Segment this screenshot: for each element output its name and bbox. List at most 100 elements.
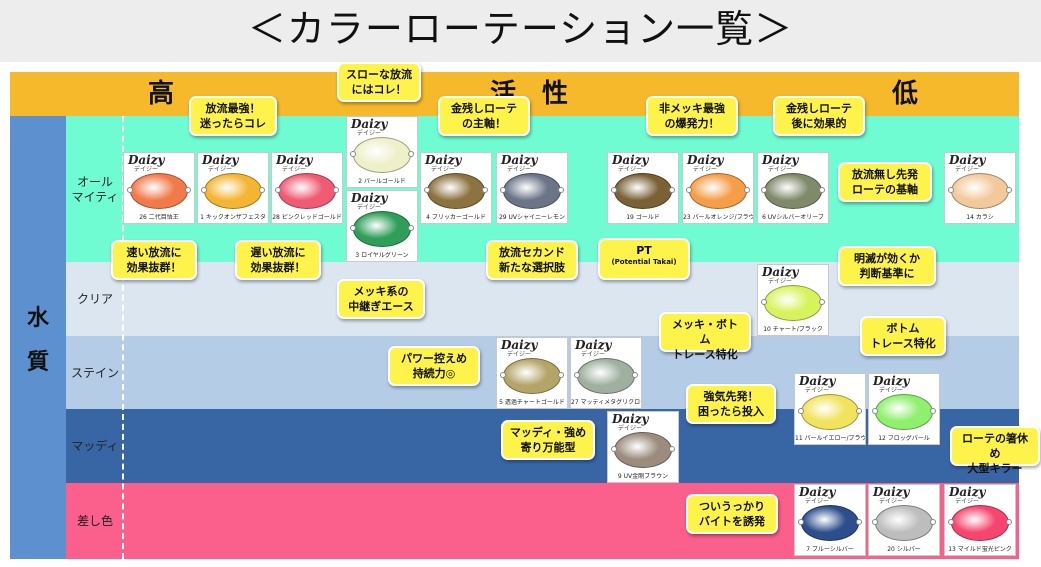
lure-color-name: 12 フロッグパール: [878, 435, 930, 442]
spoon-lure-image: [577, 358, 635, 394]
lure-brand: Daizy: [501, 153, 538, 167]
lure-eyelet: [1006, 519, 1012, 525]
lure-color-name: 28 ピンクレッドゴールド: [272, 214, 342, 221]
lure-color-name: 26 二代目悟王: [139, 214, 179, 221]
lure-brand: Daizy: [276, 153, 313, 167]
spoon-lure-image: [427, 173, 485, 209]
lure-eyelet: [1006, 187, 1012, 193]
callout-c8: 遅い放流に 効果抜群！: [235, 240, 321, 280]
lure-brand-kana: デイジー: [955, 498, 980, 505]
lure-eyelet: [408, 225, 414, 231]
lure-brand-kana: デイジー: [507, 351, 532, 358]
lure-brand-kana: デイジー: [768, 166, 793, 173]
lure-color-name: 14 カラシ: [966, 214, 994, 221]
lure-color-name: 29 UVシャイニーレモン: [498, 214, 566, 221]
callout-text: 金残しローテ 後に効果的: [786, 102, 852, 130]
lure-eyelet: [201, 187, 207, 193]
lure-eyelet: [761, 187, 767, 193]
callout-c12: 明滅が効くか 判断基準に: [838, 246, 936, 286]
spoon-lure-image: [764, 285, 822, 321]
water-char-2: 質: [26, 350, 49, 375]
lure-color-name: 11 パールイエロー/ブラウン: [795, 435, 865, 442]
activity-high-label: 高: [148, 79, 175, 109]
lure-brand-kana: デイジー: [805, 387, 830, 394]
callout-text: ローテの箸休め 大型キラー: [962, 432, 1028, 475]
callout-c9: メッキ系の 中継ぎエース: [337, 279, 425, 319]
lure-eyelet: [872, 519, 878, 525]
spoon-lure-image: [503, 358, 561, 394]
lure-brand-kana: デイジー: [879, 387, 904, 394]
callout-text: PT: [636, 244, 652, 257]
lure-eyelet: [872, 408, 878, 414]
page-title: ＜カラーローテーション一覧＞: [247, 7, 794, 51]
callout-c5: 金残しローテ 後に効果的: [773, 96, 865, 136]
callout-c19: ついうっかり バイトを誘発: [686, 494, 778, 534]
lure-color-name: 9 UV金剛ブラウン: [617, 473, 669, 480]
lure-eyelet: [500, 372, 506, 378]
title-bar: ＜カラーローテーション一覧＞: [0, 0, 1041, 62]
lure-brand: Daizy: [949, 153, 986, 167]
spoon-lure-image: [353, 137, 411, 173]
spoon-lure-image: [353, 211, 411, 247]
lure-eyelet: [819, 299, 825, 305]
callout-c10: 放流セカンド 新たな選択肢: [486, 240, 578, 280]
lure-brand-kana: デイジー: [357, 130, 382, 137]
lure-color-name: 23 パールオレンジ/ブラウン: [683, 214, 753, 221]
callout-c13: メッキ・ボトム トレース特化: [659, 312, 751, 361]
lure-brand: Daizy: [873, 485, 910, 499]
water-char-1: 水: [26, 306, 49, 331]
callout-c3: 金残しローテ の主軸！: [438, 96, 530, 136]
callout-text: 放流セカンド 新たな選択肢: [499, 246, 565, 274]
lure-brand: Daizy: [687, 153, 724, 167]
lure-eyelet: [333, 187, 339, 193]
row-label-sashi: 差し色: [76, 514, 113, 528]
callout-c17: マッディ・強め 寄り万能型: [501, 420, 595, 460]
lure-brand: Daizy: [425, 153, 462, 167]
lure-eyelet: [632, 372, 638, 378]
spoon-lure-image: [614, 173, 672, 209]
lure-brand: Daizy: [351, 117, 388, 131]
lure-color-name: 1 キックオンザフェスタ: [200, 214, 266, 221]
spoon-lure-image: [130, 173, 188, 209]
lure-brand-kana: デイジー: [693, 166, 718, 173]
row-label-clear: クリア: [76, 292, 113, 306]
callout-c2: スローな放流 にはコレ！: [337, 62, 421, 102]
callout-c11: PT(Potential Takai): [598, 238, 690, 280]
lure-brand: Daizy: [762, 265, 799, 279]
spoon-lure-image: [764, 173, 822, 209]
callout-text: ついうっかり バイトを誘発: [699, 500, 765, 528]
lure-brand: Daizy: [612, 412, 649, 426]
lure-eyelet: [761, 299, 767, 305]
lure-brand: Daizy: [202, 153, 239, 167]
lure-eyelet: [669, 187, 675, 193]
callout-text: 金残しローテ の主軸！: [451, 102, 517, 130]
lure-color-name: 7 ブルーシルバー: [806, 546, 854, 553]
callout-text: メッキ系の 中継ぎエース: [348, 285, 414, 313]
lure-color-name: 13 マイルド蛍光ピンク: [948, 546, 1012, 553]
lure-eyelet: [686, 187, 692, 193]
lure-color-name: 27 マッディメタグリクロー: [571, 399, 641, 406]
lure-eyelet: [275, 187, 281, 193]
lure-eyelet: [574, 372, 580, 378]
lure-brand: Daizy: [575, 338, 612, 352]
lure-brand-kana: デイジー: [208, 166, 233, 173]
lure-color-name: 20 シルバー: [887, 546, 921, 553]
lure-brand-kana: デイジー: [581, 351, 606, 358]
lure-eyelet: [798, 519, 804, 525]
spoon-lure-image: [614, 432, 672, 468]
row-label-allmighty: オール マイティ: [71, 175, 119, 204]
callout-text: 非メッキ最強 の爆発力！: [659, 102, 725, 130]
lure-brand: Daizy: [799, 485, 836, 499]
lure-color-name: 3 ロイヤルグリーン: [355, 252, 409, 259]
